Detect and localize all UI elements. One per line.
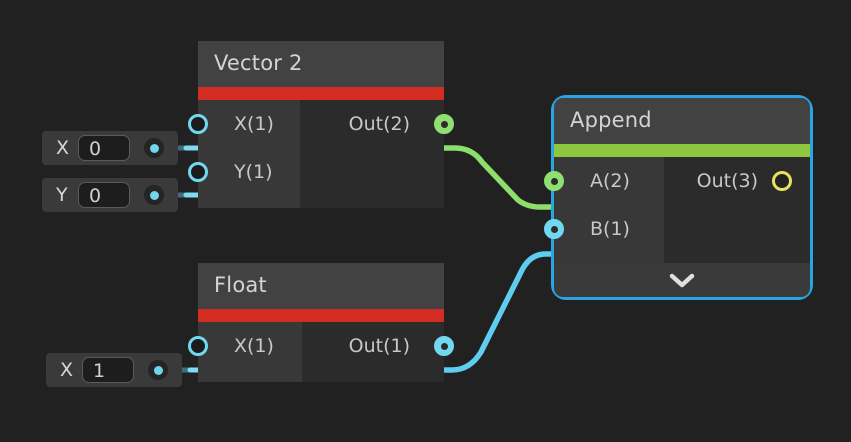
port-label-out2: Out(2) xyxy=(348,113,410,135)
output-port-out3-icon[interactable] xyxy=(772,171,792,191)
port-row-float-out[interactable]: Out(1) xyxy=(302,322,454,370)
widget-label-x: X xyxy=(56,137,70,159)
widget-vector2-y[interactable]: Y 0 xyxy=(42,178,178,212)
node-body-vector2: X(1) Y(1) Out(2) xyxy=(188,100,454,208)
port-label-x1: X(1) xyxy=(234,113,274,135)
widget-connector-y[interactable] xyxy=(144,185,164,205)
port-label-x1: X(1) xyxy=(234,335,274,357)
port-row-float-x[interactable]: X(1) xyxy=(188,322,302,370)
port-label-b1: B(1) xyxy=(590,218,630,240)
port-label-out3: Out(3) xyxy=(696,170,758,192)
port-pip xyxy=(440,342,448,350)
widget-connector-dot-icon xyxy=(149,143,159,153)
input-port-x1-icon[interactable] xyxy=(188,114,208,134)
output-port-out2-icon[interactable] xyxy=(434,114,454,134)
port-pip xyxy=(440,120,448,128)
widget-float-x[interactable]: X 1 xyxy=(46,353,182,387)
port-row-spacer xyxy=(664,205,810,253)
widget-label-x: X xyxy=(60,359,74,381)
port-label-out1: Out(1) xyxy=(348,335,410,357)
node-expander-append[interactable] xyxy=(554,263,810,297)
output-column-float: Out(1) xyxy=(302,322,454,382)
node-title-float[interactable]: Float xyxy=(198,263,444,309)
node-accent-bar-append xyxy=(554,144,810,157)
port-label-y1: Y(1) xyxy=(234,161,273,183)
widget-connector-x[interactable] xyxy=(148,360,168,380)
port-pip xyxy=(550,177,558,185)
port-label-a2: A(2) xyxy=(590,170,630,192)
widget-connector-dot-icon xyxy=(153,365,163,375)
widget-label-y: Y xyxy=(56,184,68,206)
widget-connector-x[interactable] xyxy=(144,138,164,158)
output-column-vector2: Out(2) xyxy=(300,100,454,208)
port-pip xyxy=(550,225,558,233)
output-column-append: Out(3) xyxy=(664,157,810,263)
port-row-vector2-y[interactable]: Y(1) xyxy=(188,148,300,196)
port-row-append-out[interactable]: Out(3) xyxy=(664,157,810,205)
node-float[interactable]: Float X(1) Out(1) xyxy=(188,263,454,382)
input-column-vector2: X(1) Y(1) xyxy=(188,100,300,208)
port-row-vector2-out[interactable]: Out(2) xyxy=(300,100,454,148)
node-accent-bar-vector2 xyxy=(198,87,444,100)
node-body-float: X(1) Out(1) xyxy=(188,322,454,382)
node-body-append: A(2) B(1) Out(3) xyxy=(544,157,810,263)
node-title-append[interactable]: Append xyxy=(554,98,810,144)
input-column-float: X(1) xyxy=(188,322,302,382)
input-port-x1-icon[interactable] xyxy=(188,336,208,356)
port-row-append-b[interactable]: B(1) xyxy=(544,205,664,253)
widget-connector-dot-icon xyxy=(149,190,159,200)
port-row-vector2-x[interactable]: X(1) xyxy=(188,100,300,148)
node-accent-bar-float xyxy=(198,309,444,322)
input-port-y1-icon[interactable] xyxy=(188,162,208,182)
input-column-append: A(2) B(1) xyxy=(544,157,664,263)
widget-value-input-y[interactable]: 0 xyxy=(78,182,130,208)
widget-vector2-x[interactable]: X 0 xyxy=(42,131,178,165)
input-port-b1-icon[interactable] xyxy=(544,219,564,239)
widget-value-input-x[interactable]: 1 xyxy=(82,357,134,383)
node-vector2[interactable]: Vector 2 X(1) Y(1) Out(2) xyxy=(188,41,454,208)
port-row-append-a[interactable]: A(2) xyxy=(544,157,664,205)
widget-value-input-x[interactable]: 0 xyxy=(78,135,130,161)
node-append[interactable]: Append A(2) B(1) Out(3) xyxy=(544,98,810,297)
chevron-down-icon xyxy=(669,273,695,287)
input-port-a2-icon[interactable] xyxy=(544,171,564,191)
node-title-vector2[interactable]: Vector 2 xyxy=(198,41,444,87)
output-port-out1-icon[interactable] xyxy=(434,336,454,356)
